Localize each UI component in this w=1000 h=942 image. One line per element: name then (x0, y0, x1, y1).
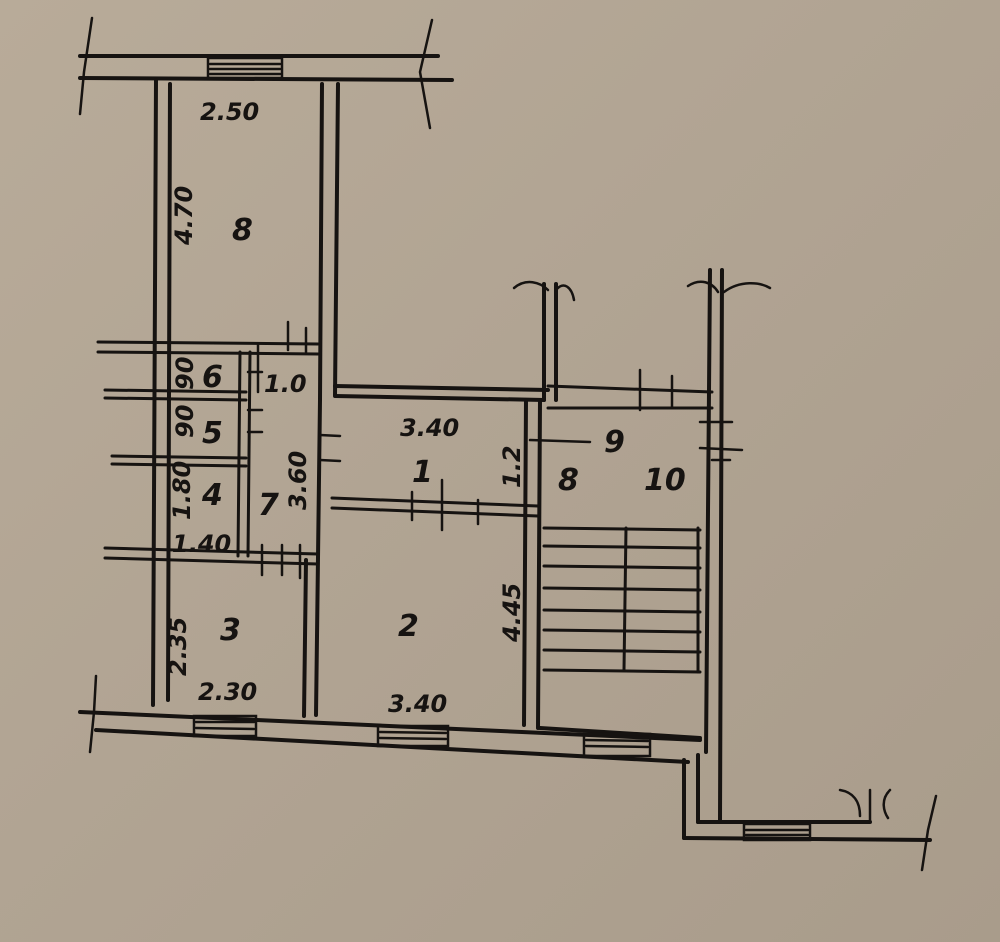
room-label-8-upper: 8 (232, 213, 253, 248)
central-walls (302, 384, 550, 730)
room-label-3: 3 (220, 613, 241, 648)
room-label-8-right: 8 (558, 463, 579, 498)
dim-1-80: 1.80 (168, 461, 196, 520)
dim-3-60: 3.60 (284, 451, 312, 510)
small-rooms-partitions (96, 320, 320, 580)
staircase (542, 526, 702, 674)
dim-2-50: 2.50 (200, 98, 259, 126)
dim-4-45: 4.45 (498, 583, 526, 643)
dim-90-b: 90 (171, 405, 199, 438)
upper-wing-walls (78, 16, 454, 707)
dim-90-a: 90 (171, 357, 199, 390)
dim-1-40: 1.40 (172, 530, 231, 558)
dim-2-30: 2.30 (198, 678, 257, 706)
room-label-9: 9 (604, 425, 625, 460)
dim-3-40-bottom: 3.40 (388, 690, 447, 718)
dim-1-0: 1.0 (264, 370, 307, 398)
dim-4-70: 4.70 (170, 186, 198, 246)
room-label-10: 10 (644, 463, 686, 498)
right-walls (512, 268, 772, 822)
room-label-1: 1 (412, 455, 433, 490)
window-top (206, 56, 284, 80)
room-label-6: 6 (202, 360, 223, 395)
dim-3-40-top: 3.40 (400, 414, 459, 442)
room-label-5: 5 (202, 416, 223, 451)
dim-1-2: 1.2 (498, 445, 526, 488)
room-label-7: 7 (258, 488, 279, 523)
room-label-2: 2 (398, 609, 419, 644)
room-label-4: 4 (201, 478, 223, 513)
windows-bottom (192, 714, 812, 842)
dim-2-35: 2.35 (164, 617, 192, 676)
